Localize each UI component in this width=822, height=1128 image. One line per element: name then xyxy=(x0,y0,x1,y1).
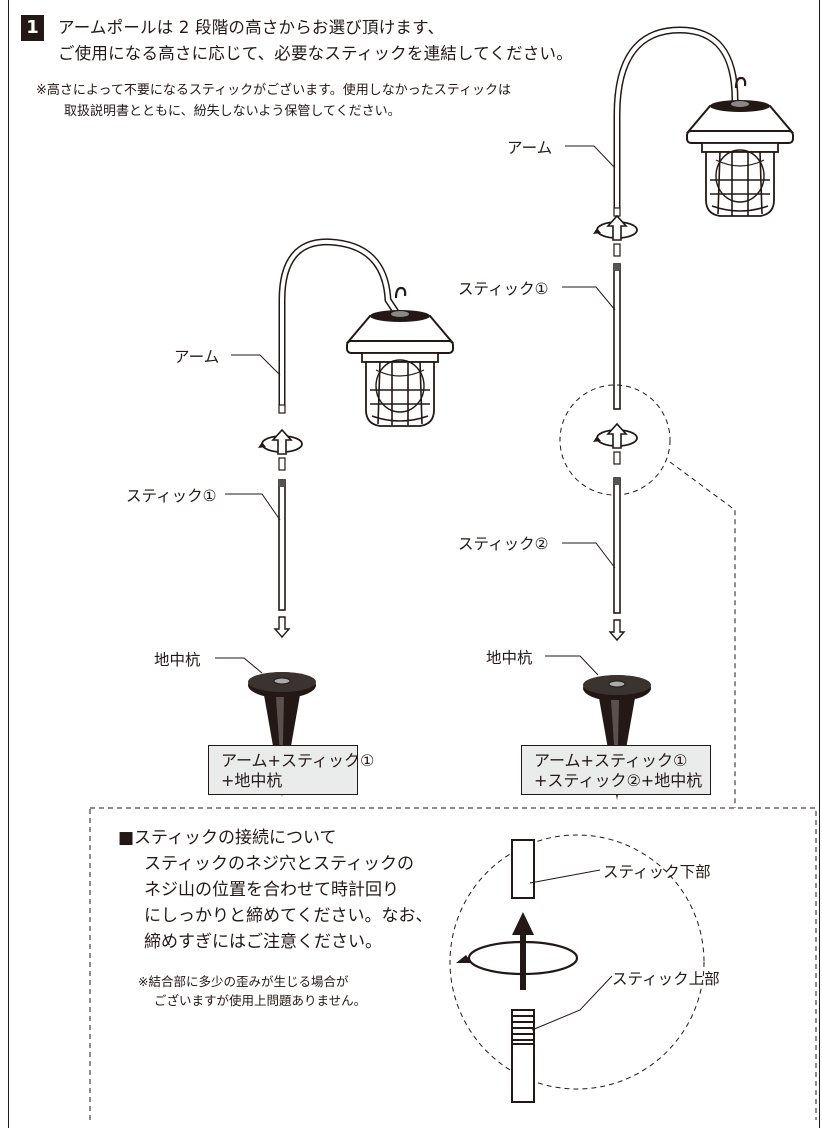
left-caption-line-1: アーム+スティック① xyxy=(221,751,375,770)
right-stake-label: 地中杭 xyxy=(486,649,533,667)
stick-lower-end xyxy=(511,839,535,899)
right-caption-line-1: アーム+スティック① xyxy=(534,751,688,770)
right-combination-caption: アーム+スティック① +スティック②+地中杭 xyxy=(521,745,711,795)
connection-text-line-2: ネジ山の位置を合わせて時計回り xyxy=(144,880,399,900)
stick-lower-label: スティック下部 xyxy=(603,863,711,881)
note-line-1: ※高さによって不要になるスティックがございます。使用しなかったスティックは xyxy=(36,83,511,98)
connection-text-line-4: 締めすぎにはご注意ください。 xyxy=(144,932,382,952)
connection-text-line-3: にしっかりと締めてください。なお、 xyxy=(144,906,433,926)
stick-upper-label: スティック上部 xyxy=(612,970,720,988)
left-down-arrow-icon xyxy=(274,616,290,638)
connection-note-line-1: ※結合部に多少の歪みが生じる場合が xyxy=(138,974,349,989)
left-stick-1 xyxy=(278,479,286,611)
left-rotate-arrow-icon xyxy=(257,429,303,455)
right-stick-1 xyxy=(613,263,621,410)
note-line-2: 取扱説明書とともに、紛失しないよう保管してください。 xyxy=(64,104,401,119)
instruction-line-2: ご使用になる高さに応じて、必要なスティックを連結してください。 xyxy=(58,44,573,63)
right-arm xyxy=(613,26,744,210)
page-frame xyxy=(8,0,820,1128)
left-lantern xyxy=(345,286,455,428)
left-arm-label: アーム xyxy=(174,348,220,366)
connection-note-line-2: ございますが使用上問題ありません。 xyxy=(154,993,367,1008)
right-caption-line-2: +スティック②+地中杭 xyxy=(534,771,703,790)
connection-panel-border xyxy=(89,807,817,1120)
right-stick-2-label: スティック② xyxy=(458,535,549,553)
left-caption-line-2: +地中杭 xyxy=(221,771,283,790)
step-number-badge: 1 xyxy=(21,15,44,41)
left-stake-label: 地中杭 xyxy=(154,651,201,669)
right-stick-2 xyxy=(613,477,621,614)
connection-panel-title: ■スティックの接続について xyxy=(118,828,337,848)
left-stick-1-label: スティック① xyxy=(126,487,217,505)
stick-upper-end xyxy=(511,1009,535,1103)
clockwise-rotation-icon xyxy=(456,912,579,990)
right-stick-1-label: スティック① xyxy=(458,280,549,298)
detail-highlight-circle xyxy=(559,384,671,496)
right-rotate-arrow-icon-1 xyxy=(592,215,638,241)
left-arm xyxy=(278,238,403,405)
connection-detail-circle xyxy=(449,834,705,1090)
right-arm-label: アーム xyxy=(507,139,553,157)
right-down-arrow-icon xyxy=(609,619,625,641)
connection-text-line-1: スティックのネジ穴とスティックの xyxy=(144,854,414,874)
right-rotate-arrow-icon-2 xyxy=(592,423,638,449)
left-combination-caption: アーム+スティック① +地中杭 xyxy=(208,745,375,795)
instruction-line-1: アームポールは 2 段階の高さからお選び頂けます、 xyxy=(58,18,445,37)
right-lantern xyxy=(685,76,795,218)
